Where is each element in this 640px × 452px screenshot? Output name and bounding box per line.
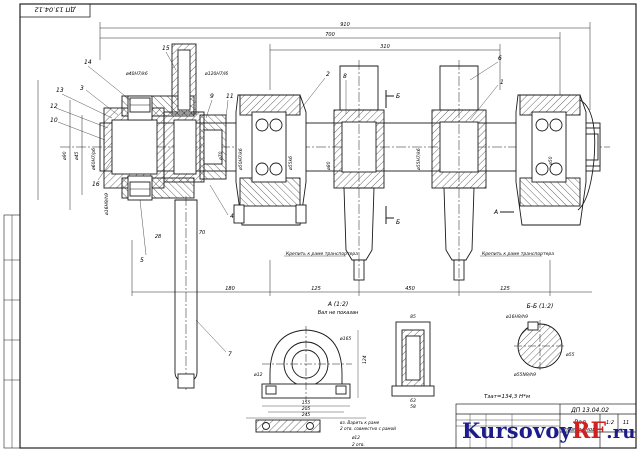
stamp-sheet: 11	[623, 420, 629, 426]
title-block	[455, 403, 637, 449]
fit-f2-left: ø60H7/p6	[91, 148, 97, 171]
fit-f3: ø50H7/k6	[238, 148, 244, 171]
leader-14: 14	[84, 59, 92, 66]
bearing-side-view	[391, 321, 435, 397]
dim-205: 205	[302, 406, 311, 412]
sprocket-right	[431, 60, 487, 282]
fit-f14-bottom: ø12	[351, 435, 360, 440]
left-hub-assembly	[103, 95, 227, 201]
label-frame-right: Крепить к раме транспортера	[482, 251, 554, 257]
crank-arm	[171, 43, 198, 390]
fit-f12: ø55N9/h9	[513, 372, 536, 378]
sprocket-left	[333, 60, 385, 282]
section-a-title: А (1:2)	[327, 301, 348, 308]
bottom-dimensions	[131, 240, 592, 296]
stamp-doc-number: ДП 13.04.02	[570, 407, 609, 414]
stamp-title-1: Вал	[574, 419, 586, 426]
dim-125b: 125	[500, 286, 510, 292]
leader-lines	[55, 51, 499, 353]
fit-f13-left: ø16H9/h9	[104, 193, 110, 216]
dim-450: 450	[405, 286, 415, 292]
dim-d55-bb: ø55	[565, 352, 575, 358]
stamp-scale: 1:2	[606, 420, 614, 426]
fit-f7: ø90	[62, 151, 68, 161]
fit-f1: ø40H7/k6	[125, 71, 148, 77]
leader-3: 3	[80, 85, 84, 92]
fit-f6: ø55H7/k6	[416, 148, 422, 171]
fit-f11: ø70	[218, 151, 224, 161]
fit-f4: ø55k6	[288, 156, 294, 171]
torque-note: Tзат=134,3 Н*м	[484, 394, 530, 400]
dim-155: 155	[302, 400, 311, 406]
leader-5: 5	[140, 257, 144, 264]
leader-10: 10	[50, 117, 58, 124]
dim-125a: 125	[311, 286, 321, 292]
leader-4: 4	[230, 213, 234, 220]
section-arrows-b	[385, 90, 394, 224]
fit-f9: ø80	[326, 161, 332, 171]
fit-f13: ø16H9/h9	[505, 314, 528, 320]
stamp-title-2: приводной	[564, 427, 596, 433]
leader-6: 6	[498, 55, 502, 62]
corner-doc-number: ДП 13.04.12	[35, 6, 77, 14]
label-frame-left: Крепить к раме транспортера	[286, 251, 358, 257]
leader-11: 11	[226, 93, 234, 100]
fit-f16-a: ø165	[339, 336, 351, 342]
section-b-view	[514, 320, 566, 372]
leader-1: 1	[500, 79, 504, 86]
svg-text:А: А	[493, 209, 498, 216]
leader-8: 8	[343, 73, 347, 80]
leader-2: 2	[326, 71, 330, 78]
fit-f14: ø12	[253, 372, 263, 378]
dim-245: 245	[302, 412, 311, 418]
bearing-housing-right	[515, 94, 596, 226]
dim-910: 910	[340, 22, 350, 28]
fit-f8: ø45	[74, 151, 80, 161]
dim-85: 85	[410, 314, 416, 320]
note-weld-2: 2 отв. совместно с рамой	[340, 426, 396, 431]
note-holes: 2 отв.	[352, 442, 365, 447]
bottom-plate-view	[255, 419, 321, 433]
leader-9: 9	[210, 93, 214, 100]
svg-text:Б: Б	[396, 219, 400, 226]
dim-180: 180	[225, 286, 235, 292]
leader-15: 15	[162, 45, 170, 52]
leader-7: 7	[228, 351, 232, 358]
leader-16: 16	[92, 181, 100, 188]
fit-f10: ø50	[548, 156, 554, 166]
svg-text:Б: Б	[396, 93, 400, 100]
top-dimensions	[99, 22, 591, 110]
note-weld-1: вз. Варить к раме	[340, 420, 380, 425]
fit-f5: ø120H7/l6	[204, 71, 228, 77]
dim-70: 70	[199, 230, 205, 236]
leader-13: 13	[56, 87, 64, 94]
section-a-subtitle: Вал не показан	[318, 310, 359, 316]
section-b-title: Б-Б (1:2)	[527, 303, 554, 310]
dim-700: 700	[325, 32, 335, 38]
section-a-view	[261, 326, 352, 402]
dim-58: 58	[410, 404, 416, 410]
dim-124: 124	[362, 355, 368, 364]
dim-63: 63	[410, 398, 416, 404]
bearing-housing-left	[233, 94, 307, 226]
dim-310: 310	[380, 44, 390, 50]
dim-28: 28	[155, 234, 161, 240]
leader-12: 12	[50, 103, 58, 110]
